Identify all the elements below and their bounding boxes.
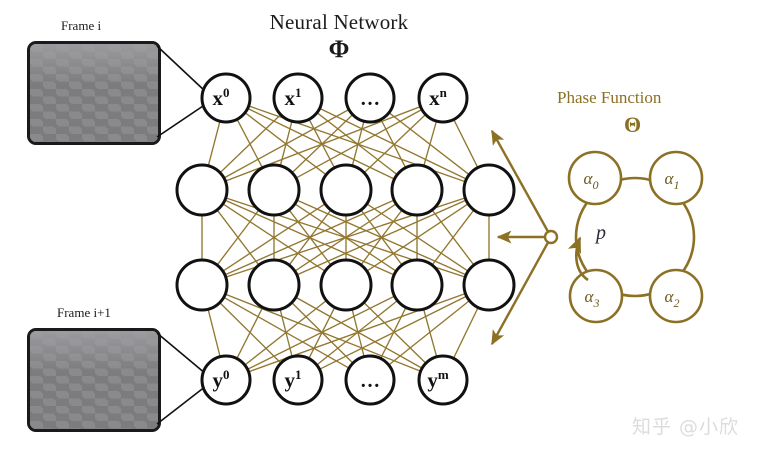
network-edge [423,120,438,167]
neuron-input-layer[interactable]: xn [417,72,469,124]
network-edge [296,199,467,276]
network-edge [431,209,475,266]
neuron-hidden-layer-1[interactable] [390,163,444,217]
network-edge [247,295,395,370]
watermark: 知乎 @小欣 [632,416,740,438]
phase-node-alpha-2[interactable]: α2 [648,268,704,324]
page-title: Neural Network [0,10,778,35]
neuron-hidden-layer-2[interactable] [247,258,301,312]
network-edge [225,105,421,182]
network-edges [201,105,490,373]
neuron-input-layer[interactable]: x0 [200,72,252,124]
neuron-label: … [360,88,380,110]
neuron-output-layer[interactable]: y1 [272,354,324,406]
neuron-input-layer[interactable]: … [344,72,396,124]
neuron-output-layer[interactable]: ym [417,354,469,406]
network-edge [223,108,350,179]
neuron-hidden-layer-1[interactable] [247,163,301,217]
network-edge [244,299,327,366]
network-edge [363,114,427,174]
hub-arrow-upper [490,129,553,238]
neuron-hidden-layer-2[interactable] [390,258,444,312]
network-neurons: x0 x1 … xn y0 y1 … ym [175,72,516,406]
network-edge [216,209,260,266]
network-symbol-text: Φ [328,36,350,63]
network-edge [224,199,395,276]
frame-bottom-floor-haze [30,331,158,373]
network-symbol: Φ [0,36,778,64]
network-edge [366,203,469,272]
phase-parameter-label: p [596,222,606,244]
neuron-hidden-layer-1[interactable] [462,163,516,217]
phase-node-alpha-1[interactable]: α1 [648,150,704,206]
neuron-label: … [360,370,380,392]
hub-arrow-lower [490,236,553,346]
frame-top-image [27,41,161,145]
neuron-hidden-layer-2[interactable] [175,258,229,312]
frame-top-floor-haze [30,44,158,86]
frame-bottom-image [27,328,161,432]
network-edge [319,295,467,370]
network-edge [222,203,326,272]
phase-hub-arrows [490,129,559,346]
neuron-input-layer[interactable]: x1 [272,72,324,124]
network-edge [316,112,398,176]
phase-node-alpha-3[interactable]: α3 [568,268,624,324]
neuron-hidden-layer-2[interactable] [319,258,373,312]
network-edge [295,108,423,179]
phase-hub-node[interactable] [543,229,559,245]
neuron-hidden-layer-1[interactable] [319,163,373,217]
page-title-text: Neural Network [269,10,409,34]
network-edge [295,296,423,369]
phase-function-title: Phase Function [557,88,662,107]
neuron-output-layer[interactable]: y0 [200,354,252,406]
network-edge [453,119,479,168]
phase-alpha-nodes: α0 α1 α2 α3 [567,150,704,324]
network-edge [388,112,470,176]
network-edge [219,114,282,174]
frame-bottom-label: Frame i+1 [57,305,111,320]
frame-top-label: Frame i [61,18,102,33]
network-edge [388,300,470,366]
network-edge [380,119,407,169]
network-edge [236,307,264,359]
phase-symbol: Θ [624,112,642,137]
frame-bottom-connector [156,332,207,425]
network-edge [363,302,427,364]
network-edge [452,307,479,359]
neuron-hidden-layer-1[interactable] [175,163,229,217]
frame-top-connector [156,45,207,138]
phase-progress-arrow [567,236,589,282]
neuron-output-layer[interactable]: … [344,354,396,406]
network-edge [207,309,221,357]
phase-node-alpha-0[interactable]: α0 [567,150,623,206]
network-edge [207,121,221,166]
neuron-hidden-layer-2[interactable] [462,258,516,312]
